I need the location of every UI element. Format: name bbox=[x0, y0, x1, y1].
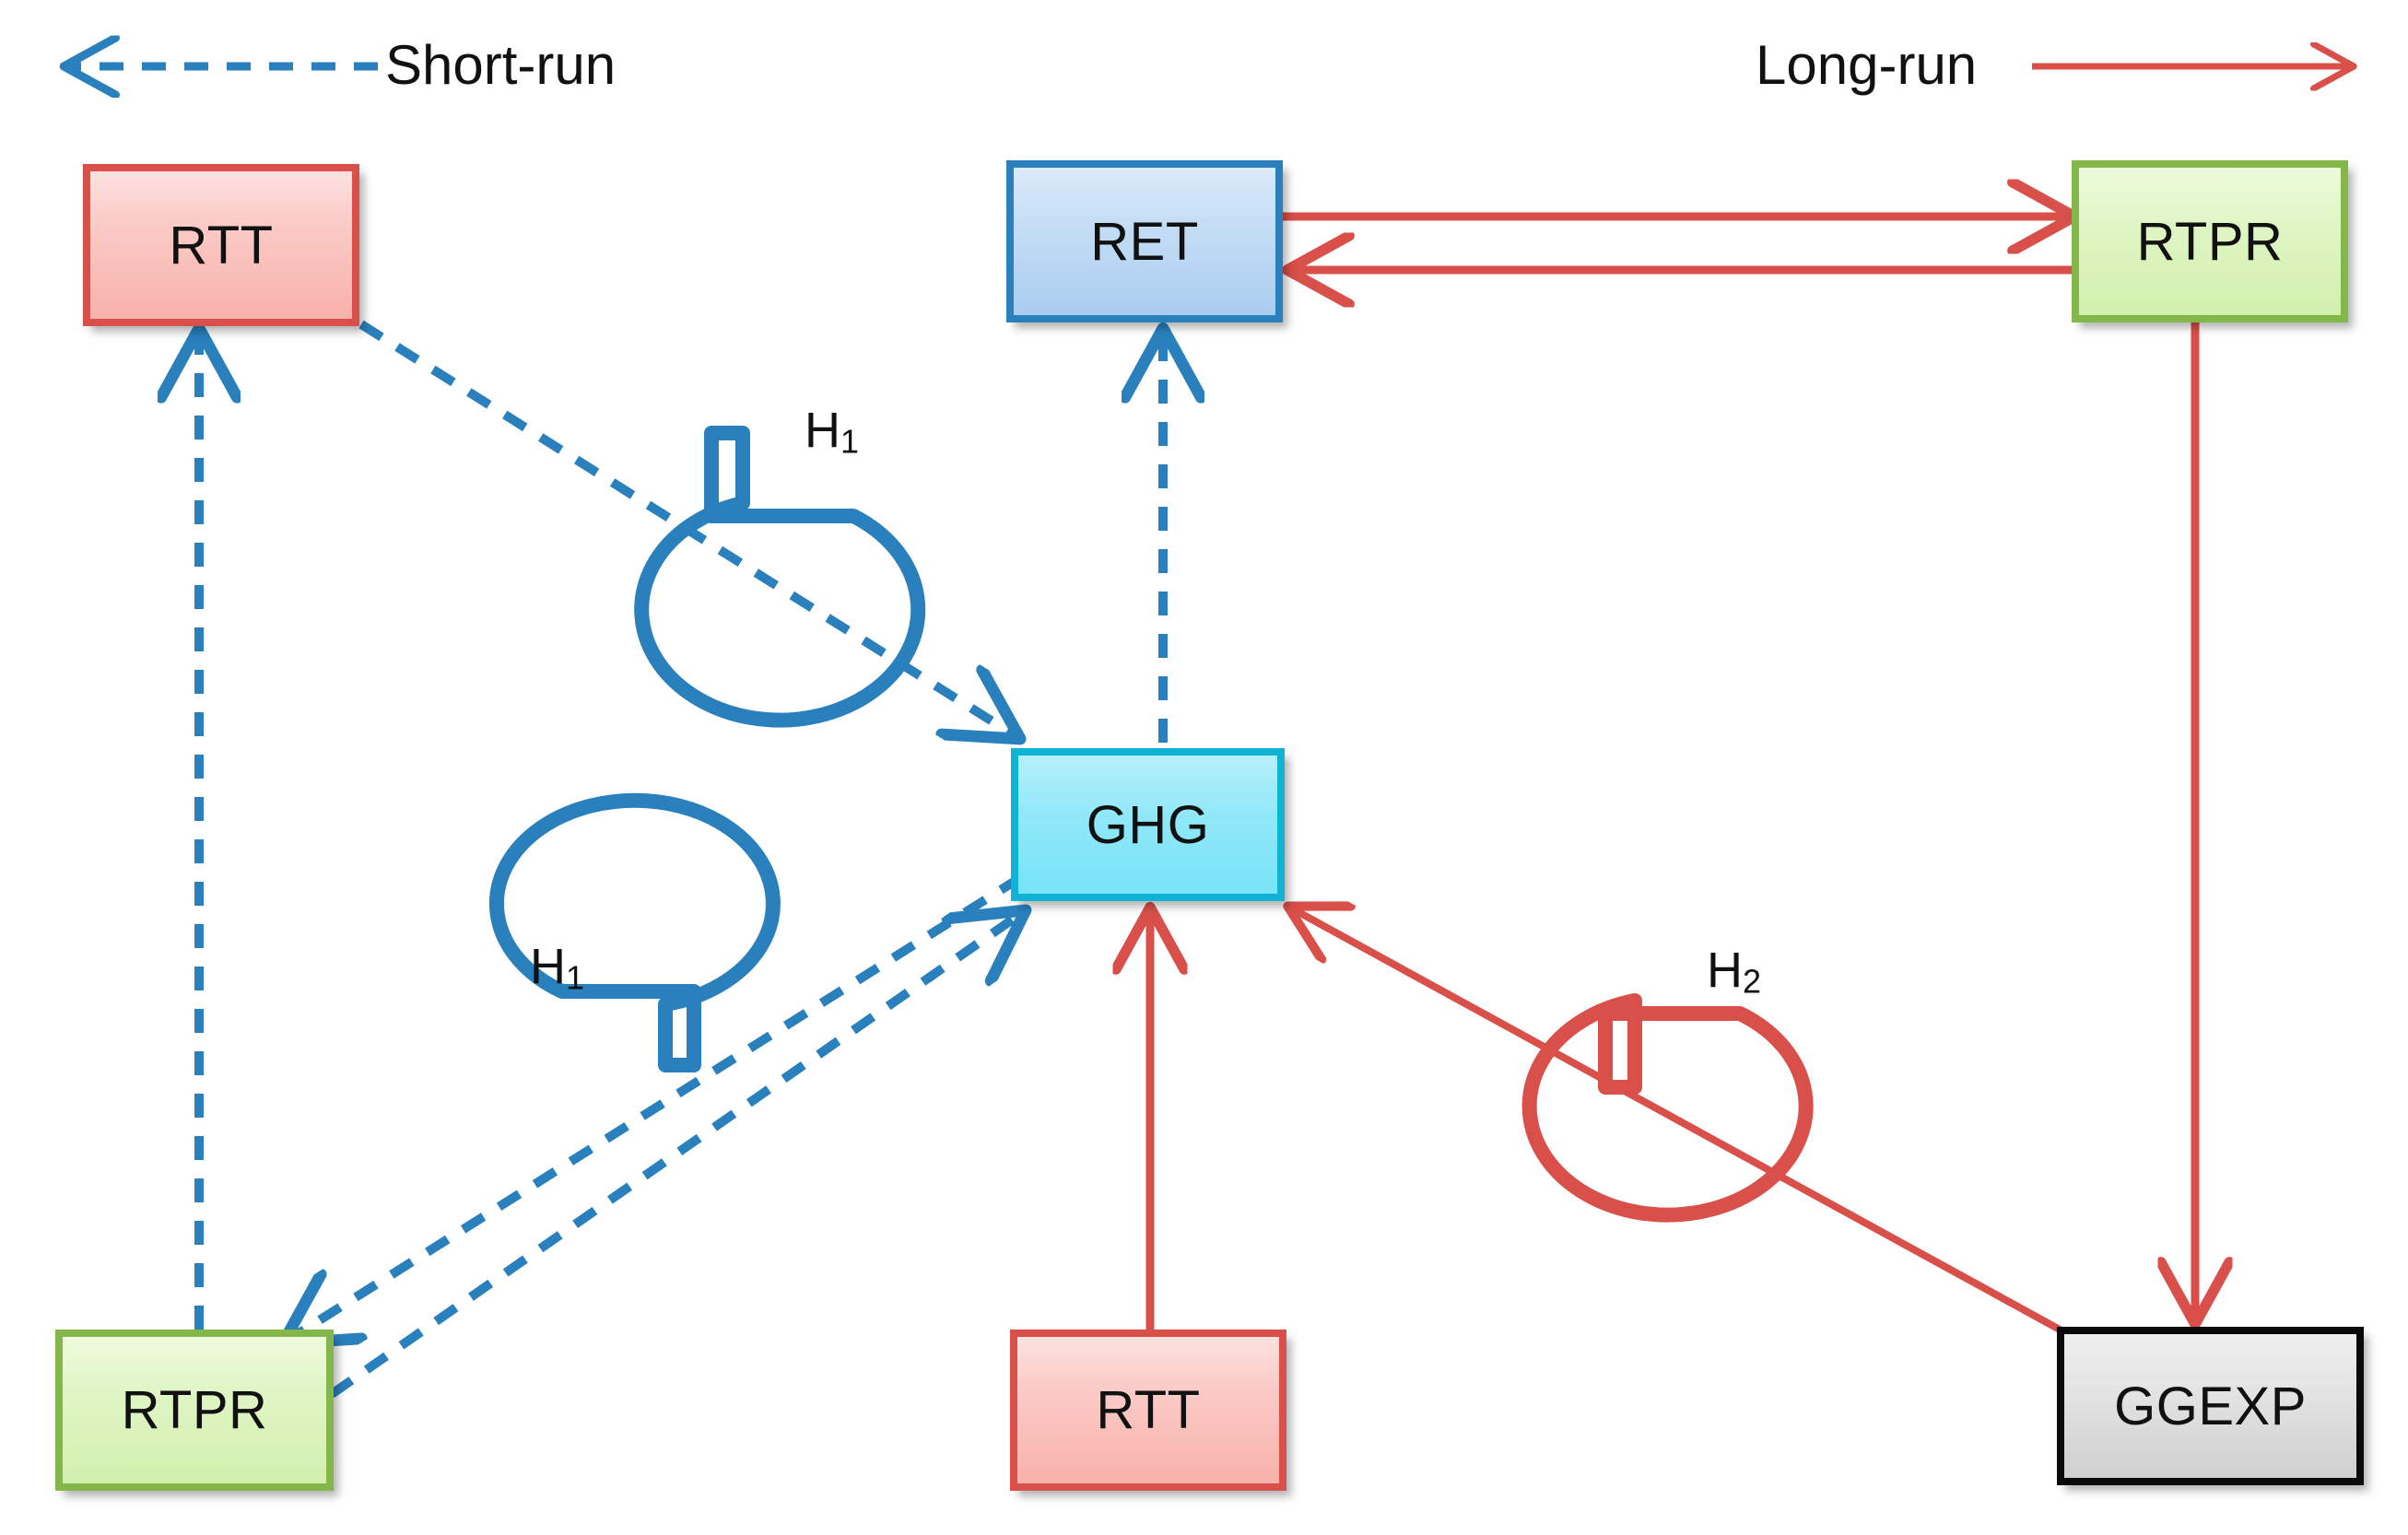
node-label: RET bbox=[1090, 211, 1199, 272]
legend-short-run-label: Short-run bbox=[385, 34, 617, 96]
node-rtpr-top-right[interactable]: RTPR bbox=[2072, 160, 2348, 322]
node-label: GGEXP bbox=[2114, 1376, 2307, 1436]
edge-rtpr-bl-to-ghg bbox=[329, 912, 1023, 1399]
node-rtt-top-left[interactable]: RTT bbox=[83, 164, 359, 326]
callout-base: H bbox=[1707, 943, 1743, 998]
callout-base: H bbox=[805, 403, 840, 458]
callout-label-h2: H2 bbox=[1707, 942, 1761, 1001]
legend-long-run-label: Long-run bbox=[1756, 34, 1978, 96]
node-label: RTPR bbox=[121, 1380, 268, 1440]
callout-sub: 1 bbox=[840, 422, 860, 461]
node-ghg[interactable]: GHG bbox=[1011, 748, 1285, 901]
callout-label-h1-top: H1 bbox=[805, 402, 859, 461]
node-rtpr-bottom-left[interactable]: RTPR bbox=[55, 1330, 334, 1491]
node-ggexp[interactable]: GGEXP bbox=[2057, 1327, 2364, 1485]
callout-label-h1-left: H1 bbox=[530, 938, 584, 997]
callout-h2 bbox=[1521, 993, 1814, 1223]
edge-ghg-to-rtpr-bl bbox=[286, 873, 1024, 1342]
node-label: RTPR bbox=[2136, 211, 2284, 272]
node-rtt-bottom[interactable]: RTT bbox=[1010, 1330, 1286, 1491]
edge-ggexp-to-ghg bbox=[1290, 908, 2061, 1333]
callout-sub: 1 bbox=[566, 958, 585, 997]
callout-h1-left bbox=[488, 792, 781, 1072]
node-ret[interactable]: RET bbox=[1006, 160, 1283, 322]
node-label: RTT bbox=[169, 215, 274, 275]
callout-sub: 2 bbox=[1743, 962, 1762, 1001]
callout-base: H bbox=[530, 939, 566, 994]
node-label: RTT bbox=[1096, 1380, 1201, 1440]
node-label: GHG bbox=[1086, 794, 1210, 855]
callout-h1-top bbox=[634, 426, 926, 728]
